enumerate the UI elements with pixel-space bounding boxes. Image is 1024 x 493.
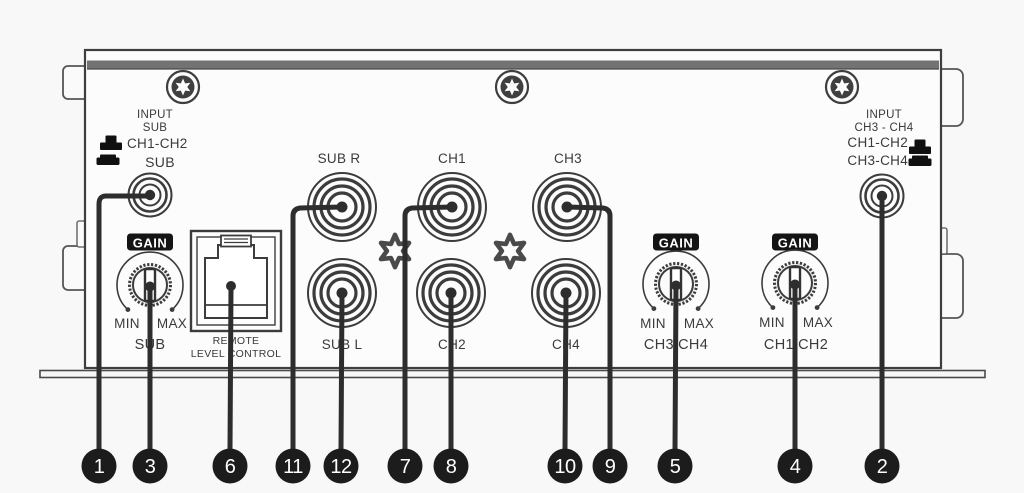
- callout-12: 12: [323, 448, 359, 484]
- max-label: MAX: [157, 316, 187, 331]
- right-switch-top-label: CH1-CH2: [847, 135, 908, 150]
- gain-badge-label: GAIN: [778, 236, 813, 251]
- min-label: MIN: [640, 316, 666, 331]
- leader-lines: [96, 193, 885, 452]
- callout-10: 10: [547, 448, 583, 484]
- left-switch-bottom-label: SUB: [145, 154, 175, 170]
- callout-11: 11: [275, 448, 311, 484]
- left-input-title-line2: SUB: [143, 122, 168, 134]
- gain-knob-sub: GAIN MIN MAX SUB: [114, 233, 187, 353]
- gain-badge-label: GAIN: [133, 236, 168, 251]
- rj-jack-outline: [204, 244, 268, 319]
- callout-number: 7: [400, 456, 411, 478]
- remote-label-line2: LEVEL CONTROL: [191, 348, 281, 360]
- right-switch-bottom-label: CH3-CH4: [847, 153, 908, 168]
- callout-number: 1: [94, 456, 105, 478]
- gain-badge: [772, 233, 818, 251]
- callout-7: 7: [387, 448, 423, 484]
- callout-number: 2: [877, 456, 888, 478]
- left-input-section: INPUT SUB CH1-CH2 SUB: [96, 109, 188, 218]
- callout-6: 6: [212, 448, 248, 484]
- right-input-section: INPUT CH3 - CH4 CH1-CH2 CH3-CH4: [847, 109, 932, 219]
- callout-number: 12: [330, 456, 352, 478]
- remote-level-control: REMOTE LEVEL CONTROL: [189, 229, 283, 360]
- left-switch-top-label: CH1-CH2: [127, 136, 188, 151]
- callout-1: 1: [81, 448, 117, 484]
- callouts: 1 3 6 11 12 7 8 10: [81, 448, 900, 484]
- torx-screw-icon: [167, 71, 199, 103]
- callout-number: 5: [670, 456, 681, 478]
- gain-badge: [127, 233, 173, 251]
- torx-screw-icon: [826, 71, 858, 103]
- left-input-title-line1: INPUT: [137, 109, 173, 121]
- callout-number: 9: [605, 456, 616, 478]
- callout-9: 9: [592, 448, 628, 484]
- remote-label-line1: REMOTE: [213, 335, 260, 347]
- max-label: MAX: [684, 316, 714, 331]
- label-ch3: CH3: [554, 151, 582, 166]
- bottom-flange: [39, 369, 986, 379]
- callout-number: 8: [446, 456, 457, 478]
- callout-2: 2: [864, 448, 900, 484]
- callout-8: 8: [433, 448, 469, 484]
- panel-top-stripe: [87, 60, 939, 69]
- label-ch1: CH1: [438, 151, 466, 166]
- callout-number: 4: [790, 456, 801, 478]
- callout-number: 10: [554, 456, 576, 478]
- right-input-title-line1: INPUT: [866, 109, 902, 121]
- callout-4: 4: [777, 448, 813, 484]
- max-label: MAX: [803, 315, 833, 330]
- min-label: MIN: [114, 316, 140, 331]
- right-input-title-line2: CH3 - CH4: [855, 122, 914, 134]
- callout-5: 5: [657, 448, 693, 484]
- torx-screw-icon: [496, 71, 528, 103]
- callout-3: 3: [132, 448, 168, 484]
- rj-leader-dot: [226, 281, 236, 291]
- gain-badge: [653, 233, 699, 251]
- rj-clip: [220, 234, 252, 248]
- min-label: MIN: [759, 315, 785, 330]
- callout-number: 6: [225, 456, 236, 478]
- callout-number: 3: [145, 456, 156, 478]
- gain-badge-label: GAIN: [659, 236, 694, 251]
- label-sub-r: SUB R: [318, 151, 361, 166]
- callout-number: 11: [283, 456, 303, 478]
